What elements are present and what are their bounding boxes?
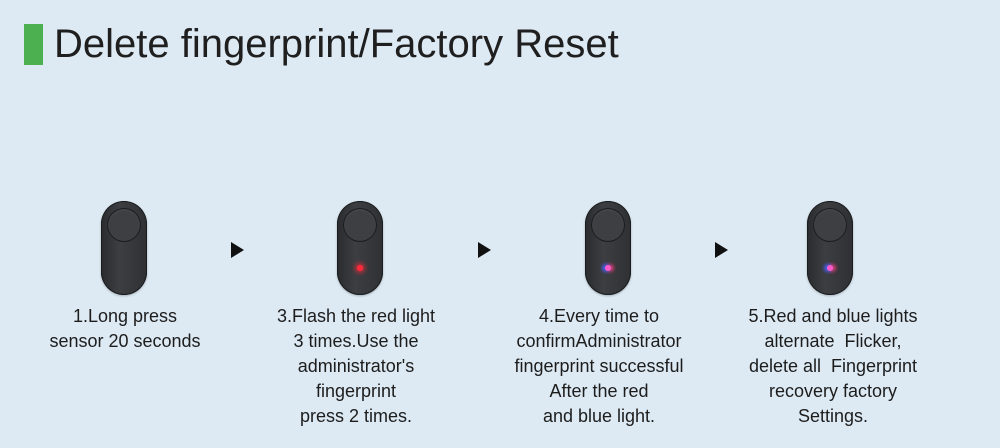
arrow-right-icon [478, 242, 491, 258]
sensor-button [813, 208, 847, 242]
fingerprint-sensor-step-1 [101, 201, 147, 295]
step-3-caption: 4.Every time to confirmAdministrator fin… [514, 306, 684, 426]
fingerprint-sensor-step-3 [585, 201, 631, 295]
sensor-button [343, 208, 377, 242]
page-title: Delete fingerprint/Factory Reset [54, 22, 619, 66]
step-2-caption: 3.Flash the red light 3 times.Use the ad… [276, 306, 436, 426]
fingerprint-sensor-step-2 [337, 201, 383, 295]
step-4-caption: 5.Red and blue lights alternate Flicker,… [748, 306, 918, 426]
title-accent-bar [24, 24, 43, 65]
sensor-button [591, 208, 625, 242]
arrow-right-icon [715, 242, 728, 258]
red-blue-led-icon [605, 265, 611, 271]
fingerprint-sensor-step-4 [807, 201, 853, 295]
red-blue-led-icon [827, 265, 833, 271]
arrow-right-icon [231, 242, 244, 258]
step-1-caption: 1.Long press sensor 20 seconds [49, 306, 201, 351]
sensor-button [107, 208, 141, 242]
red-led-icon [357, 265, 363, 271]
